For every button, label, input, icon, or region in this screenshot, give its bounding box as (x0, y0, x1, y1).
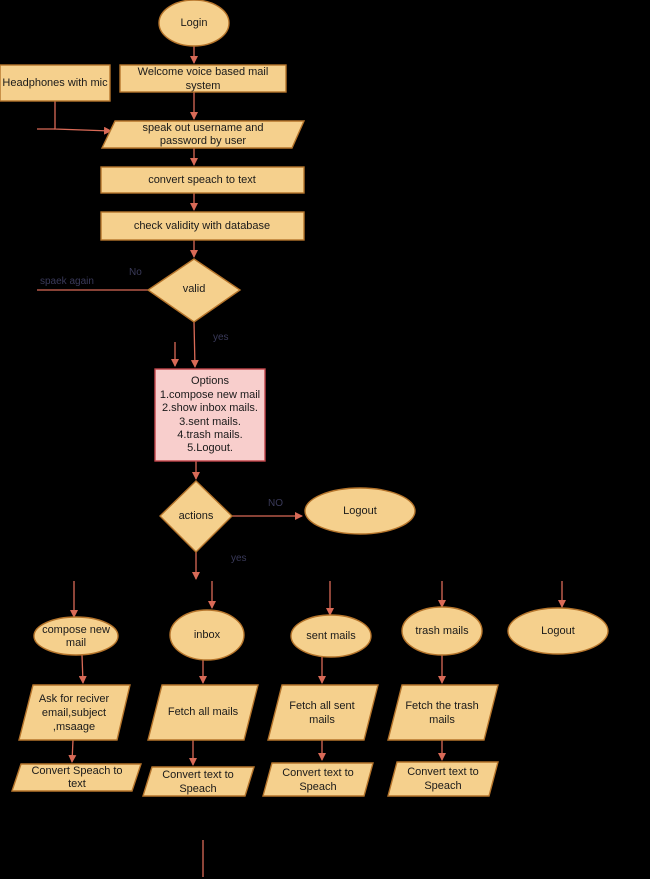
node-fetch-sent-line-2: mails (309, 714, 335, 726)
node-convert-sent-line-2: Speach (299, 781, 336, 793)
node-ask-receiver-line-2: email,subject (42, 707, 106, 719)
node-speak-credentials-line-2: password by user (160, 135, 247, 147)
node-compose-line-2: mail (66, 637, 86, 649)
node-login-label: Login (181, 17, 208, 29)
node-convert-sent-line-1: Convert text to (282, 767, 354, 779)
node-compose-line-1: compose new (42, 624, 110, 636)
node-fetch-all: Fetch all mails (147, 684, 259, 741)
node-logout-row-label: Logout (541, 625, 575, 637)
node-actions-label: actions (179, 510, 214, 522)
node-fetch-trash-line-2: mails (429, 714, 455, 726)
node-convert-compose-line-2: text (68, 778, 86, 790)
node-logout-row: Logout (507, 607, 609, 655)
node-fetch-trash-line-1: Fetch the trash (405, 700, 478, 712)
node-actions-decision: actions (159, 480, 233, 553)
edge-label-no-valid: No (129, 267, 142, 278)
node-fetch-all-label: Fetch all mails (168, 706, 239, 718)
node-ask-receiver-line-3: ,msaage (53, 721, 95, 733)
options-item-2: 2.show inbox mails. (162, 402, 258, 414)
node-check-validity-label: check validity with database (134, 220, 270, 232)
edge-ask-convert (68, 739, 77, 763)
node-valid-decision: valid (146, 258, 242, 323)
node-sent-label: sent mails (306, 630, 356, 642)
options-item-1: 1.compose new mail (160, 389, 260, 401)
node-convert-sent: Convert text to Speach (262, 762, 374, 797)
options-item-3: 3.sent mails. (179, 416, 241, 428)
node-login: Login (158, 0, 230, 47)
node-inbox-label: inbox (194, 629, 221, 641)
node-inbox: inbox (169, 609, 245, 661)
node-convert-compose: Convert Speach to text (11, 763, 142, 792)
node-trash: trash mails (401, 606, 483, 656)
node-convert-inbox-line-1: Convert text to (162, 769, 234, 781)
node-ask-receiver: Ask for reciver email,subject ,msaage (18, 684, 131, 741)
options-item-4: 4.trash mails. (177, 429, 242, 441)
node-speak-credentials-line-1: speak out username and (142, 122, 263, 134)
edges (37, 46, 566, 877)
node-compose: compose new mail (33, 616, 119, 656)
edge-label-yes-valid: yes (213, 332, 229, 343)
node-options: Options 1.compose new mail 2.show inbox … (154, 368, 266, 462)
edge-label-speak-again: spaek again (40, 276, 94, 287)
node-convert-inbox: Convert text to Speach (142, 766, 255, 797)
node-check-validity: check validity with database (100, 211, 305, 241)
node-logout-top-label: Logout (343, 505, 377, 517)
node-convert-speech-label: convert speach to text (148, 174, 256, 186)
edge-labels: No spaek again yes NO yes (40, 267, 283, 564)
node-convert-inbox-line-2: Speach (179, 783, 216, 795)
edge-compose-ask (78, 654, 87, 684)
node-welcome: Welcome voice based mail system (119, 64, 287, 93)
node-logout-top: Logout (304, 487, 416, 535)
node-fetch-sent-line-1: Fetch all sent (289, 700, 354, 712)
node-convert-trash-line-1: Convert text to (407, 766, 479, 778)
node-welcome-line-1: Welcome voice based mail (138, 66, 269, 78)
node-fetch-sent: Fetch all sent mails (267, 684, 379, 741)
edge-headphones-speak (54, 101, 112, 135)
edge-label-no-actions: NO (268, 498, 283, 509)
node-trash-label: trash mails (415, 625, 469, 637)
node-sent: sent mails (290, 614, 372, 658)
edge-valid-options (190, 321, 199, 368)
node-convert-compose-line-1: Convert Speach to (31, 765, 122, 777)
edge-label-yes-actions: yes (231, 553, 247, 564)
node-convert-trash-line-2: Speach (424, 780, 461, 792)
options-item-5: 5.Logout. (187, 442, 233, 454)
node-ask-receiver-line-1: Ask for reciver (39, 693, 110, 705)
options-title: Options (191, 375, 229, 387)
node-speak-credentials: speak out username and password by user (100, 120, 306, 149)
node-headphones: Headphones with mic (0, 64, 111, 102)
node-convert-trash: Convert text to Speach (387, 761, 499, 797)
node-valid-label: valid (183, 283, 206, 295)
node-convert-speech: convert speach to text (100, 166, 305, 194)
node-welcome-line-2: system (186, 80, 221, 92)
node-fetch-trash: Fetch the trash mails (387, 684, 499, 741)
node-headphones-label: Headphones with mic (2, 77, 108, 89)
